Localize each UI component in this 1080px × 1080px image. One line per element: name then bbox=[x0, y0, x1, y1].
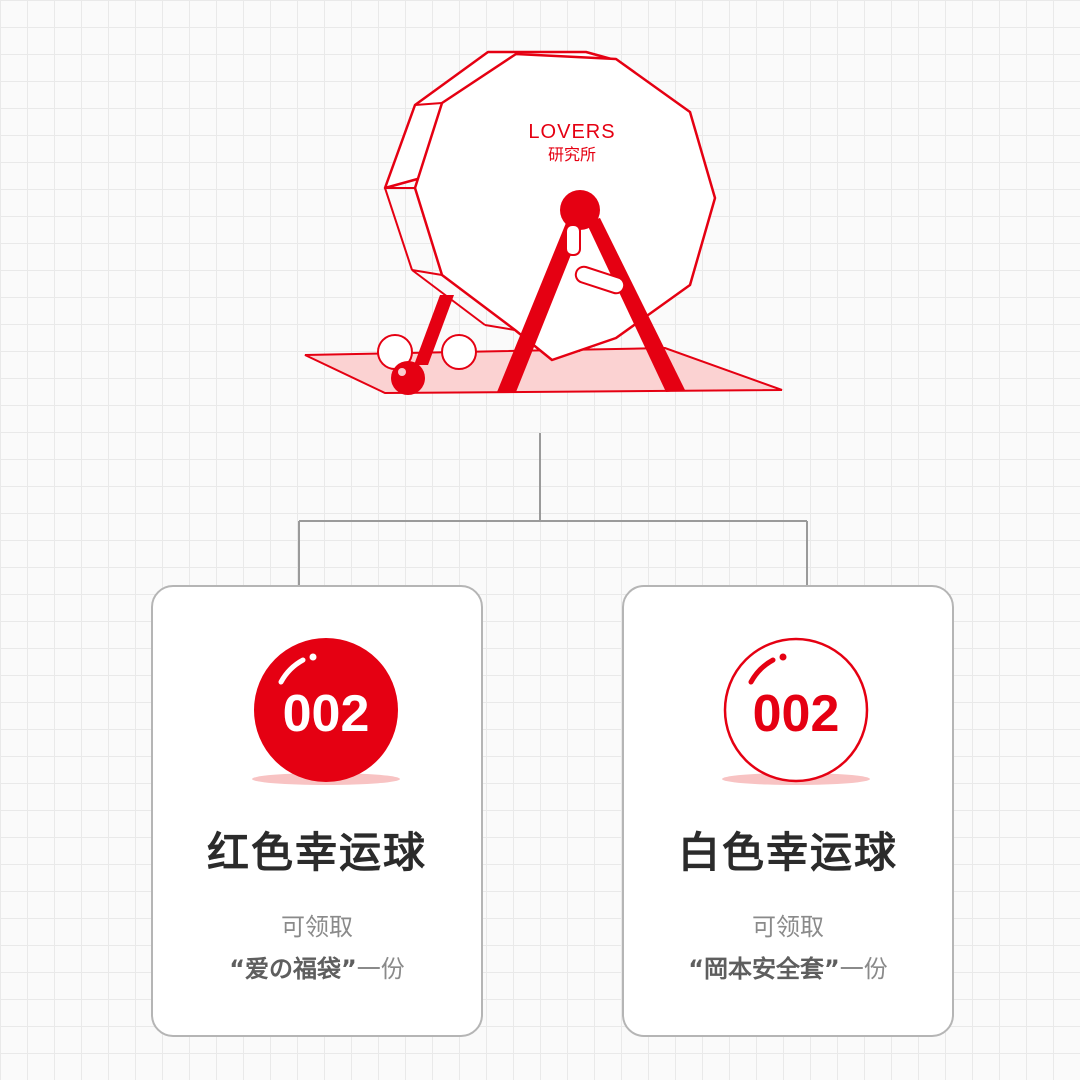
prize-name: “爱の福袋” bbox=[229, 955, 357, 983]
prize-suffix: 一份 bbox=[357, 955, 405, 983]
card-title: 白色幸运球 bbox=[624, 819, 952, 880]
connector-lines bbox=[0, 0, 1080, 600]
card-prize: “岡本安全套”一份 bbox=[624, 949, 952, 984]
prize-suffix: 一份 bbox=[840, 955, 888, 983]
ball-number: 002 bbox=[753, 685, 840, 743]
card-subtitle: 可领取 bbox=[153, 907, 481, 942]
card-prize: “爱の福袋”一份 bbox=[153, 949, 481, 984]
card-subtitle: 可领取 bbox=[624, 907, 952, 942]
red-ball-card: 002 红色幸运球 可领取 “爱の福袋”一份 bbox=[151, 585, 483, 1037]
white-ball-card: 002 白色幸运球 可领取 “岡本安全套”一份 bbox=[622, 585, 954, 1037]
white-ball-graphic: 002 bbox=[624, 627, 952, 787]
prize-name: “岡本安全套” bbox=[688, 955, 840, 983]
card-title: 红色幸运球 bbox=[153, 819, 481, 880]
ball-number: 002 bbox=[283, 685, 370, 743]
red-ball-graphic: 002 bbox=[153, 627, 481, 787]
